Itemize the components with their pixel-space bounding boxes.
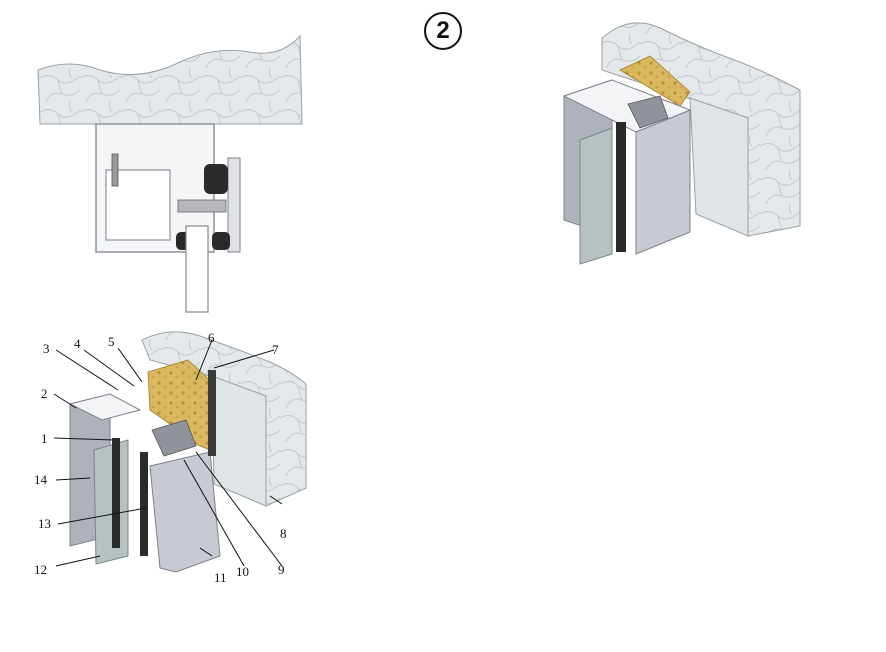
insulation-fill-labeled — [147, 359, 215, 453]
glass-pane-3d — [579, 127, 613, 265]
mullion-front-3d — [635, 109, 691, 255]
glass-pane-section — [185, 225, 209, 313]
concrete-wall-labeled — [141, 331, 307, 507]
glass-pane-labeled — [93, 439, 129, 565]
callout-4: 4 — [74, 336, 81, 351]
callout-8: 8 — [280, 526, 287, 541]
figure-number-badge: 2 — [424, 12, 462, 50]
labeled-assembly-view — [68, 331, 307, 573]
gasket-strip-3d — [616, 122, 626, 252]
section-view — [37, 34, 303, 313]
callout-1: 1 — [41, 431, 48, 446]
callout-labels: 1 2 3 4 5 6 7 8 9 10 11 12 13 14 — [34, 330, 287, 585]
outer-profile-top — [68, 393, 142, 421]
callout-10: 10 — [236, 564, 249, 579]
callout-3: 3 — [43, 341, 50, 356]
leader-lines — [53, 339, 283, 567]
callout-7: 7 — [272, 342, 279, 357]
thermal-break — [177, 199, 227, 213]
gasket-right — [212, 232, 230, 250]
concrete-slab-section — [37, 34, 303, 125]
callout-14: 14 — [34, 472, 48, 487]
concrete-wall-labeled-front — [211, 375, 267, 507]
gasket-strip-labeled-2 — [140, 452, 148, 556]
gasket-strip-labeled-1 — [112, 438, 120, 548]
callout-5: 5 — [108, 334, 115, 349]
insulation-fill-3d — [619, 55, 691, 107]
callout-12: 12 — [34, 562, 47, 577]
callout-9: 9 — [278, 562, 285, 577]
concrete-wall-front — [689, 97, 749, 237]
callout-11: 11 — [214, 570, 227, 585]
pressure-plate — [227, 157, 241, 253]
vertical-rail-labeled — [208, 370, 216, 456]
inner-profile-front — [149, 451, 221, 573]
anchor-bolt — [111, 153, 119, 187]
bracket-labeled — [151, 419, 197, 457]
gasket-upper — [204, 164, 228, 194]
bracket-3d — [627, 95, 669, 129]
callout-2: 2 — [41, 386, 48, 401]
callout-13: 13 — [38, 516, 51, 531]
assembly-view-3d — [562, 22, 801, 265]
callout-6: 6 — [208, 330, 215, 345]
